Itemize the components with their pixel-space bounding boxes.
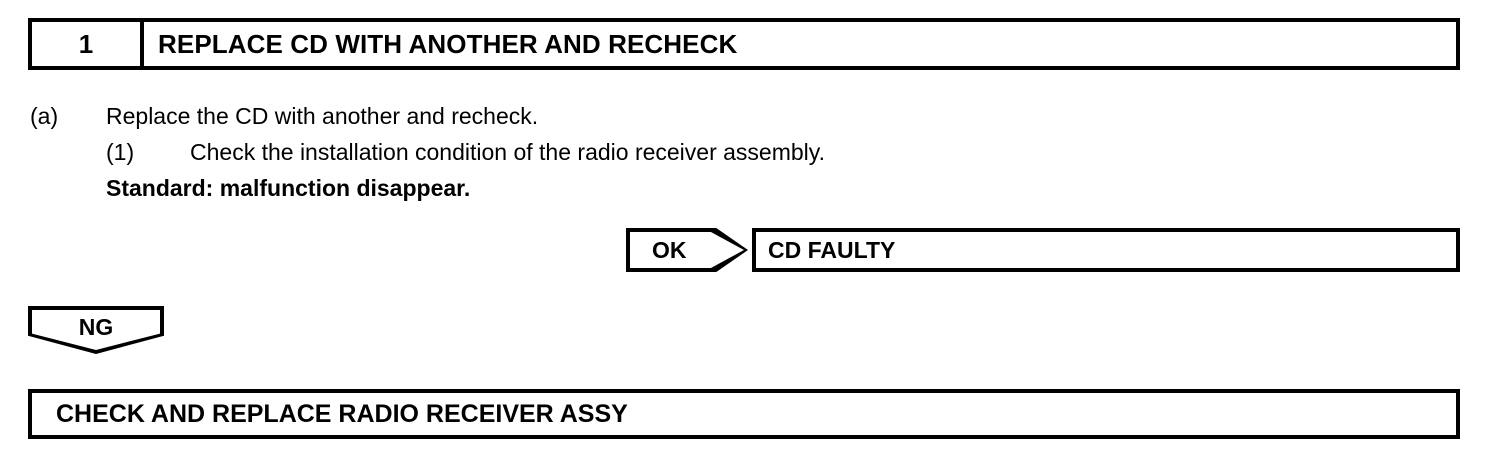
procedure-item-1: (1) Check the installation condition of … — [30, 134, 1460, 170]
procedure-marker-a: (a) — [30, 103, 59, 129]
ng-label: NG — [78, 314, 114, 340]
ok-branch-row: OK — [626, 228, 748, 272]
step-header-bar: 1 REPLACE CD WITH ANOTHER AND RECHECK — [28, 18, 1460, 70]
procedure-marker-1: (1) — [106, 139, 135, 165]
ok-result-box: CD FAULTY — [752, 228, 1460, 272]
ng-result-box: CHECK AND REPLACE RADIO RECEIVER ASSY — [28, 389, 1460, 439]
procedure-text-a: Replace the CD with another and recheck. — [106, 103, 539, 129]
ok-pennant: OK — [626, 228, 748, 272]
procedure-text-block: (a) Replace the CD with another and rech… — [30, 98, 1460, 206]
ng-pennant: NG — [28, 306, 164, 354]
standard-line: Standard: malfunction disappear. — [106, 175, 471, 201]
step-number: 1 — [32, 22, 144, 66]
ok-label: OK — [652, 236, 687, 263]
step-title: REPLACE CD WITH ANOTHER AND RECHECK — [158, 28, 738, 59]
procedure-text-1: Check the installation condition of the … — [190, 139, 825, 165]
procedure-item-a: (a) Replace the CD with another and rech… — [30, 98, 1460, 134]
